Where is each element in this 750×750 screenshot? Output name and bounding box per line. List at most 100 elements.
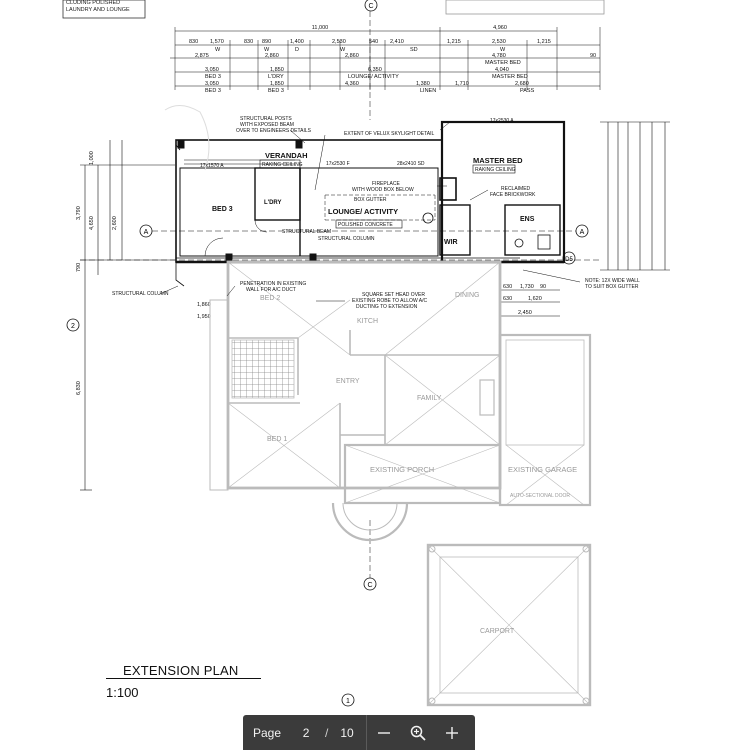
current-page-input[interactable]: 2 [302, 725, 310, 740]
svg-text:POLISHED CONCRETE: POLISHED CONCRETE [338, 222, 393, 228]
room-entry: ENTRY [336, 378, 360, 385]
svg-text:FIREPLACE: FIREPLACE [372, 181, 400, 187]
plan-title: EXTENSION PLAN [123, 663, 239, 678]
svg-text:890: 890 [262, 39, 271, 45]
room-labels: VERANDAH RAKING CEILING 17x1570 A MASTER… [200, 118, 535, 246]
svg-text:TO SUIT BOX GUTTER: TO SUIT BOX GUTTER [585, 284, 639, 290]
page-separator: / [325, 725, 329, 740]
top-dimensions [170, 27, 601, 90]
svg-text:STRUCTURAL COLUMN: STRUCTURAL COLUMN [318, 236, 375, 242]
svg-text:90: 90 [590, 53, 596, 59]
plan-notes: STRUCTURAL POSTS WITH EXPOSED BEAM OVER … [112, 116, 640, 310]
svg-text:RECLAIMED: RECLAIMED [501, 186, 531, 192]
room-bed-2: BED 2 [260, 295, 280, 302]
svg-text:1: 1 [346, 698, 350, 705]
room-bed-1: BED 1 [267, 436, 287, 443]
room-ens: ENS [520, 216, 535, 223]
svg-text:W: W [215, 47, 221, 53]
svg-text:PASS: PASS [520, 88, 535, 94]
svg-text:L'DRY: L'DRY [268, 74, 284, 80]
svg-text:RAKING CEILING: RAKING CEILING [475, 167, 516, 173]
room-master-bed: MASTER BED [473, 156, 523, 165]
right-dimensions [500, 121, 670, 317]
svg-text:1,215: 1,215 [447, 39, 461, 45]
total-pages: 10 [340, 725, 354, 740]
svg-text:90: 90 [540, 284, 546, 290]
svg-text:W: W [340, 47, 346, 53]
title-underline [106, 678, 261, 679]
zoom-in-button[interactable] [435, 715, 469, 750]
top-right-box [445, 0, 605, 15]
svg-text:SD: SD [410, 47, 418, 53]
svg-text:17x2530 F: 17x2530 F [326, 161, 350, 167]
plus-icon [445, 726, 458, 739]
svg-text:A: A [144, 229, 149, 236]
svg-text:STRUCTURAL POSTS: STRUCTURAL POSTS [240, 116, 292, 122]
svg-text:C: C [368, 3, 373, 10]
toolbar-divider [365, 715, 367, 750]
existing-room-labels: BED 2 KITCH DINING ENTRY FAMILY BED 1 EX… [260, 292, 577, 635]
grid-marker-c-top: C [364, 0, 378, 12]
svg-text:1,620: 1,620 [528, 296, 542, 302]
svg-text:3,050: 3,050 [205, 81, 219, 87]
svg-text:BED 3: BED 3 [268, 88, 284, 94]
svg-text:4,960: 4,960 [493, 25, 507, 31]
svg-text:AUTO-SECTIONAL DOOR: AUTO-SECTIONAL DOOR [510, 493, 570, 499]
grid-marker-c-bottom: C [363, 577, 377, 591]
svg-text:OVER TO ENGINEERS DETAILS: OVER TO ENGINEERS DETAILS [236, 128, 312, 134]
svg-text:1,710: 1,710 [455, 81, 469, 87]
svg-text:6,350: 6,350 [368, 67, 382, 73]
svg-text:LINEN: LINEN [420, 88, 436, 94]
svg-text:WITH WOOD BOX BELOW: WITH WOOD BOX BELOW [352, 187, 414, 193]
room-carport: CARPORT [480, 628, 515, 635]
top-dimension-text: 11,000 4,960 830 1,570 830 890 1,400 2,5… [189, 25, 596, 94]
existing-house-outline [209, 260, 592, 707]
svg-text:1,380: 1,380 [416, 81, 430, 87]
svg-text:1,730: 1,730 [520, 284, 534, 290]
svg-text:11,000: 11,000 [312, 25, 328, 31]
svg-text:W: W [264, 47, 270, 53]
left-dimensions [80, 140, 175, 491]
svg-text:1,850: 1,850 [270, 67, 284, 73]
magnifier-icon [410, 725, 426, 741]
zoom-out-button[interactable] [367, 715, 401, 750]
svg-text:1,215: 1,215 [537, 39, 551, 45]
svg-text:6,830: 6,830 [76, 381, 82, 395]
svg-text:STRUCTURAL COLUMN: STRUCTURAL COLUMN [112, 291, 169, 297]
grid-marker-a-left: A [139, 224, 153, 238]
svg-text:1,570: 1,570 [210, 39, 224, 45]
svg-text:MASTER BED: MASTER BED [492, 74, 528, 80]
svg-text:17x2530 A: 17x2530 A [490, 118, 514, 124]
svg-text:WITH EXPOSED BEAM: WITH EXPOSED BEAM [240, 122, 294, 128]
grid-marker-1: 1 [341, 693, 355, 707]
svg-text:C: C [367, 582, 372, 589]
svg-text:540: 540 [369, 39, 378, 45]
room-laundry: L'DRY [264, 200, 282, 206]
room-garage: EXISTING GARAGE [508, 465, 577, 474]
top-left-box [62, 0, 146, 19]
svg-text:EXTENT OF VELUX SKYLIGHT DETAI: EXTENT OF VELUX SKYLIGHT DETAIL [344, 131, 435, 137]
svg-text:BOX GUTTER: BOX GUTTER [354, 197, 387, 203]
svg-text:LOUNGE/ ACTIVITY: LOUNGE/ ACTIVITY [348, 74, 399, 80]
svg-text:RAKING CEILING: RAKING CEILING [262, 162, 303, 168]
svg-text:3,790: 3,790 [76, 206, 82, 220]
svg-text:790: 790 [76, 263, 82, 272]
svg-text:4,780: 4,780 [492, 53, 506, 59]
svg-text:2,875: 2,875 [195, 53, 209, 59]
svg-text:3,050: 3,050 [205, 67, 219, 73]
svg-text:DUCTING TO EXTENSION: DUCTING TO EXTENSION [356, 304, 418, 310]
svg-text:28x2410 SD: 28x2410 SD [397, 161, 425, 167]
svg-text:1,000: 1,000 [89, 151, 95, 165]
svg-text:STRUCTURAL BEAM: STRUCTURAL BEAM [282, 229, 331, 235]
svg-text:A: A [580, 229, 585, 236]
room-verandah: VERANDAH [265, 151, 308, 160]
svg-text:WALL FOR A/C DUCT: WALL FOR A/C DUCT [246, 287, 296, 293]
page-toolbar: Page 2 / 10 [243, 715, 475, 750]
svg-text:2,680: 2,680 [515, 81, 529, 87]
room-dining: DINING [455, 292, 480, 299]
zoom-fit-button[interactable] [401, 715, 435, 750]
svg-text:W: W [500, 47, 506, 53]
svg-text:4,650: 4,650 [89, 216, 95, 230]
